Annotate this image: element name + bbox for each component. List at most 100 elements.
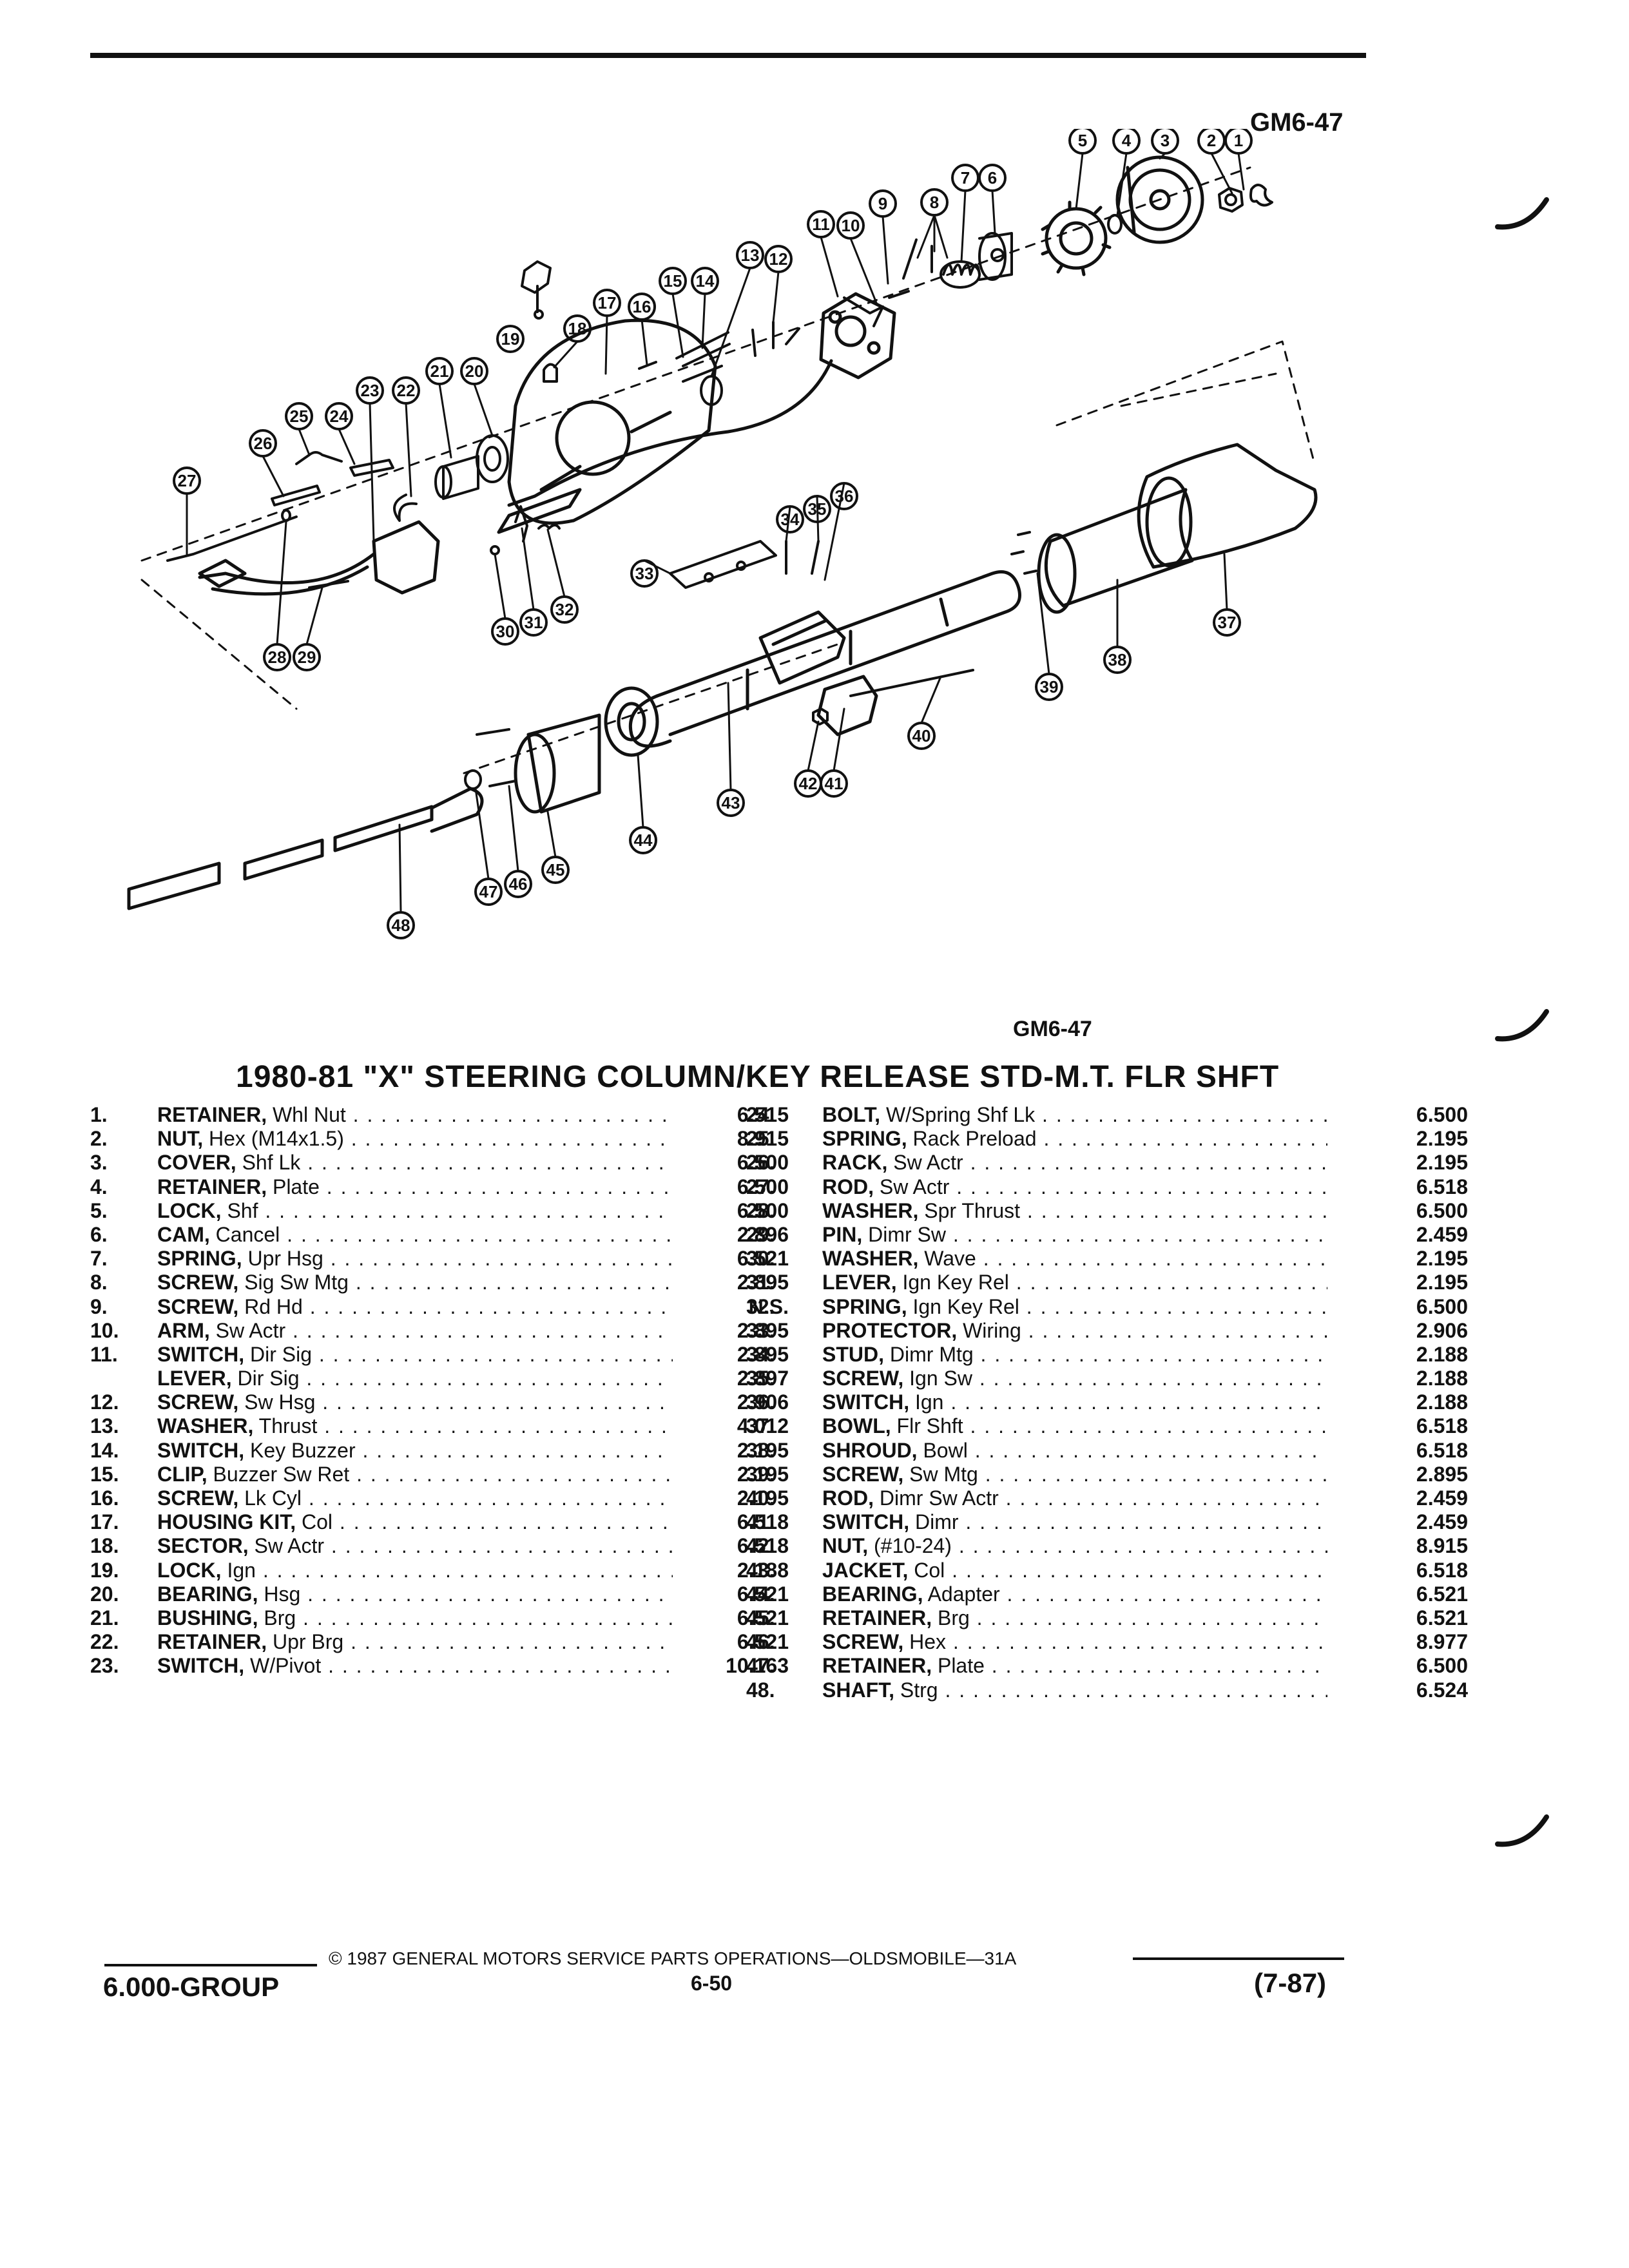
part-description: RETAINER, Upr Brg (157, 1630, 673, 1654)
part-group-code: 6.500 (737, 1198, 789, 1222)
callout-32: 32 (550, 595, 579, 624)
part-adapter-bearing (604, 686, 659, 757)
part-detail: (#10-24) (874, 1534, 952, 1558)
part-description: BOWL, Flr Shft (822, 1414, 1327, 1438)
part-description: RETAINER, Whl Nut (157, 1103, 673, 1127)
part-detail: Rd Hd (244, 1294, 303, 1318)
part-name: SCREW, (157, 1294, 239, 1318)
part-detail: Hex (M14x1.5) (209, 1127, 344, 1151)
part-name: CLIP, (157, 1462, 207, 1486)
part-detail: Dir Sig (237, 1367, 300, 1390)
part-number: 35. (746, 1367, 775, 1390)
part-name: SCREW, (822, 1367, 904, 1390)
top-rule (90, 53, 1366, 58)
part-name: BOLT, (822, 1103, 881, 1126)
part-description: BUSHING, Brg (157, 1606, 673, 1630)
part-detail: Hsg (264, 1582, 301, 1606)
callout-42: 42 (794, 769, 822, 798)
part-name: RETAINER, (822, 1654, 932, 1678)
svg-text:14: 14 (696, 271, 715, 291)
part-description: COVER, Shf Lk (157, 1151, 673, 1175)
parts-list-row: 12.SCREW, Sw Hsg2.906 (90, 1390, 789, 1414)
parts-list-row: 30.WASHER, Wave2.195 (746, 1247, 1468, 1271)
svg-text:30: 30 (496, 622, 515, 641)
part-detail: Strg (900, 1678, 938, 1702)
part-detail: Buzzer Sw Ret (213, 1462, 350, 1486)
svg-text:39: 39 (1040, 677, 1059, 697)
part-switch-actuator-arm (843, 296, 884, 327)
part-description: SWITCH, Dimr (822, 1510, 1327, 1534)
part-group-code: 6.500 (1416, 1294, 1468, 1318)
part-switch-housing-screws (751, 321, 800, 357)
part-name: RETAINER, (822, 1606, 932, 1629)
parts-list-right-column: 24.BOLT, W/Spring Shf Lk6.500 25.SPRING,… (746, 1103, 1468, 1702)
part-group-code: 2.188 (1416, 1390, 1468, 1414)
svg-text:23: 23 (361, 381, 380, 400)
part-group-code: 2.459 (1416, 1222, 1468, 1246)
part-directional-signal-switch (819, 292, 896, 380)
part-name: SWITCH, (822, 1510, 910, 1534)
part-description: SPRING, Rack Preload (822, 1127, 1327, 1151)
part-detail: Upr Hsg (247, 1247, 323, 1271)
callout-4: 4 (1112, 129, 1141, 155)
part-name: WASHER, (157, 1414, 254, 1438)
part-description: RACK, Sw Actr (822, 1151, 1327, 1175)
part-description: WASHER, Thrust (157, 1414, 673, 1438)
parts-list-row: 21.BUSHING, Brg6.521 (90, 1606, 789, 1630)
part-bearing-bushing (434, 455, 479, 500)
part-description: SCREW, Hex (822, 1630, 1327, 1654)
part-detail: Col (914, 1558, 945, 1582)
leader-lines (186, 152, 1245, 914)
part-shaft-lock (1041, 200, 1112, 276)
parts-list-row: 41.SWITCH, Dimr2.459 (746, 1510, 1468, 1534)
part-number: 24. (746, 1103, 775, 1126)
callout-48: 48 (387, 911, 415, 939)
part-detail: Bowl (923, 1438, 968, 1462)
part-group-code: 2.188 (1416, 1367, 1468, 1390)
part-name: CAM, (157, 1222, 210, 1246)
parts-list-row: 29.PIN, Dimr Sw2.459 (746, 1223, 1468, 1247)
part-number: 40. (746, 1486, 775, 1510)
part-name: SCREW, (157, 1390, 239, 1414)
part-name: LEVER, (822, 1271, 897, 1294)
parts-list-row: 35. SCREW, Ign Sw 2.188 (746, 1367, 1468, 1390)
part-detail: Sw Hsg (244, 1390, 316, 1414)
part-detail: W/Pivot (249, 1654, 322, 1678)
part-signal-screws (888, 238, 933, 299)
part-group-code: 2.188 (737, 1558, 789, 1582)
callout-31: 31 (519, 608, 548, 637)
parts-list-row: 38.SHROUD, Bowl6.518 (746, 1438, 1468, 1463)
part-name: RETAINER, (157, 1175, 267, 1198)
part-detail: Sw Actr (215, 1318, 286, 1342)
parts-list-row: 45.RETAINER, Brg6.521 (746, 1606, 1468, 1630)
parts-list-row: 1.RETAINER, Whl Nut6.515 (90, 1103, 789, 1127)
part-group-code: 8.915 (737, 1127, 789, 1151)
part-detail: Ign Key Rel (912, 1294, 1019, 1318)
part-number: 12. (90, 1390, 119, 1414)
part-description: SCREW, Rd Hd (157, 1295, 673, 1319)
svg-text:3: 3 (1161, 131, 1170, 150)
part-number: 4. (90, 1175, 108, 1198)
part-detail: Ign Sw (909, 1367, 972, 1390)
figure-code-top: GM6-47 (1250, 108, 1344, 137)
part-detail: Sw Mtg (909, 1462, 978, 1486)
exploded-view-diagram: 1 2 3 4 5 6 7 8 9 10 11 12 13 14 15 16 1… (127, 129, 1318, 939)
part-detail: Dimr Sw Actr (879, 1486, 999, 1510)
part-group-code: 6.521 (737, 1606, 789, 1629)
callout-23: 23 (356, 376, 384, 405)
part-description: SPRING, Ign Key Rel (822, 1295, 1327, 1319)
svg-text:28: 28 (268, 648, 287, 667)
part-group-code: 2.895 (737, 1318, 789, 1342)
part-ignition-key-spring (537, 524, 561, 530)
part-number: 1. (90, 1103, 108, 1126)
part-description: BEARING, Hsg (157, 1582, 673, 1606)
part-number: 42. (746, 1534, 775, 1558)
part-number: 15. (90, 1462, 119, 1486)
svg-text:26: 26 (254, 434, 273, 453)
part-number: 18. (90, 1534, 119, 1558)
parts-list-row: 47.RETAINER, Plate6.500 (746, 1654, 1468, 1678)
callout-16: 16 (628, 293, 656, 321)
callout-12: 12 (764, 245, 793, 273)
part-hex-screws (476, 728, 517, 787)
part-description: RETAINER, Brg (822, 1606, 1327, 1630)
